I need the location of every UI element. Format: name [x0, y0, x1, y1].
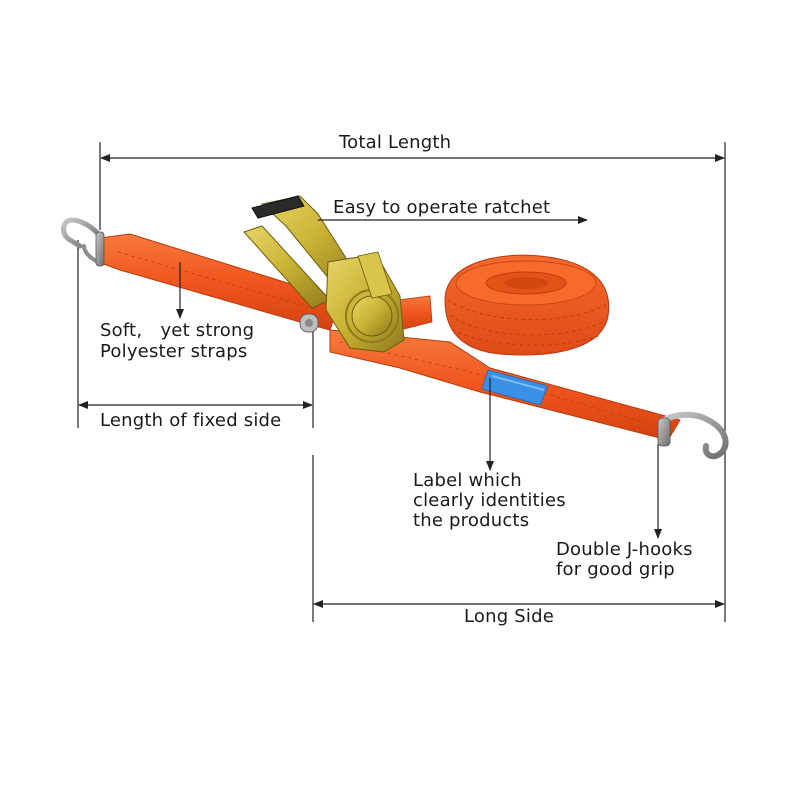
- label-callout-line3: the products: [413, 510, 530, 531]
- ratchet-callout-label: Easy to operate ratchet: [333, 197, 551, 218]
- label-callout-line1: Label which: [413, 470, 522, 491]
- strap-coil: [444, 254, 610, 356]
- hooks-callout-line2: for good grip: [556, 559, 675, 580]
- label-callout-line2: clearly identities: [413, 490, 566, 511]
- long-side-label: Long Side: [460, 606, 559, 627]
- hooks-callout-line1: Double J-hooks: [556, 539, 693, 560]
- fixed-side-length-label: Length of fixed side: [96, 410, 286, 431]
- strap-callout-line1: Soft, yet strong: [100, 320, 255, 341]
- long-strap: [329, 295, 681, 441]
- ratchet-handle-grip: [251, 195, 305, 219]
- dimension-lines: [77, 142, 726, 622]
- ratchet-mechanism: [243, 195, 405, 353]
- left-j-hook: [61, 217, 105, 267]
- total-length-label: Total Length: [335, 132, 456, 153]
- callout-arrows: [176, 216, 662, 539]
- fixed-strap: [97, 233, 341, 331]
- right-j-hook: [657, 411, 729, 460]
- strap-callout-line2: Polyester straps: [100, 341, 248, 362]
